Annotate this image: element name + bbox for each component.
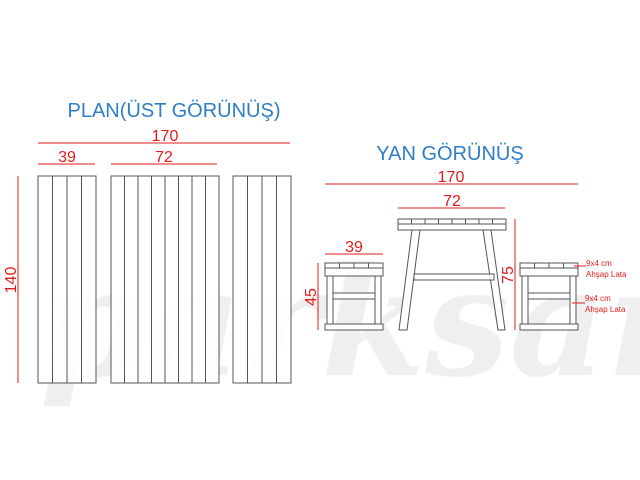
plank (52, 175, 68, 384)
side-table-dim: 72 (443, 193, 461, 210)
plank (191, 175, 206, 384)
plan-table-dim: 72 (155, 149, 173, 166)
table-height-dim: 75 (500, 266, 517, 284)
bench-stretcher (527, 292, 571, 300)
plank (247, 175, 263, 384)
plan-title: PLAN(ÜST GÖRÜNÜŞ) (68, 100, 281, 122)
plank (37, 175, 53, 384)
bench-stretcher (332, 292, 376, 300)
side-total-dim: 170 (438, 169, 465, 186)
bench-right-side (519, 262, 579, 331)
plan-bench-dim: 39 (58, 149, 76, 166)
plank (151, 175, 166, 384)
side-view: YAN GÖRÜNÜŞ 170 72 39 45 75 9x4 cm Ahşap… (303, 143, 627, 331)
plank (164, 175, 179, 384)
note-mid-label: Ahşap Lata (585, 305, 626, 314)
plan-total-dim: 170 (152, 128, 179, 145)
plank (66, 175, 82, 384)
bench-leg-right (374, 275, 382, 325)
plank (232, 175, 248, 384)
bench-leg-right (569, 275, 577, 325)
plank (124, 175, 139, 384)
note-top-size: 9x4 cm (586, 259, 612, 268)
side-title: YAN GÖRÜNÜŞ (376, 143, 523, 165)
bench-height-dim: 45 (303, 288, 320, 306)
side-bench-dim: 39 (345, 239, 363, 256)
table-stretcher (413, 273, 495, 281)
bench-left-side (324, 262, 384, 331)
bench-base (519, 323, 579, 331)
bench-base (324, 323, 384, 331)
plank (205, 175, 220, 384)
plan-planks (37, 175, 292, 384)
plank (276, 175, 292, 384)
plank (110, 175, 125, 384)
plank (261, 175, 277, 384)
plan-view: PLAN(ÜST GÖRÜNÜŞ) 170 39 72 140 (3, 100, 292, 384)
plank (81, 175, 97, 384)
table-side (397, 218, 507, 331)
bench-leg-left (521, 275, 529, 325)
note-top-label: Ahşap Lata (586, 270, 627, 279)
plank (178, 175, 193, 384)
plank (137, 175, 152, 384)
bench-leg-left (326, 275, 334, 325)
note-mid-size: 9x4 cm (585, 294, 611, 303)
plan-length-dim: 140 (3, 267, 20, 294)
